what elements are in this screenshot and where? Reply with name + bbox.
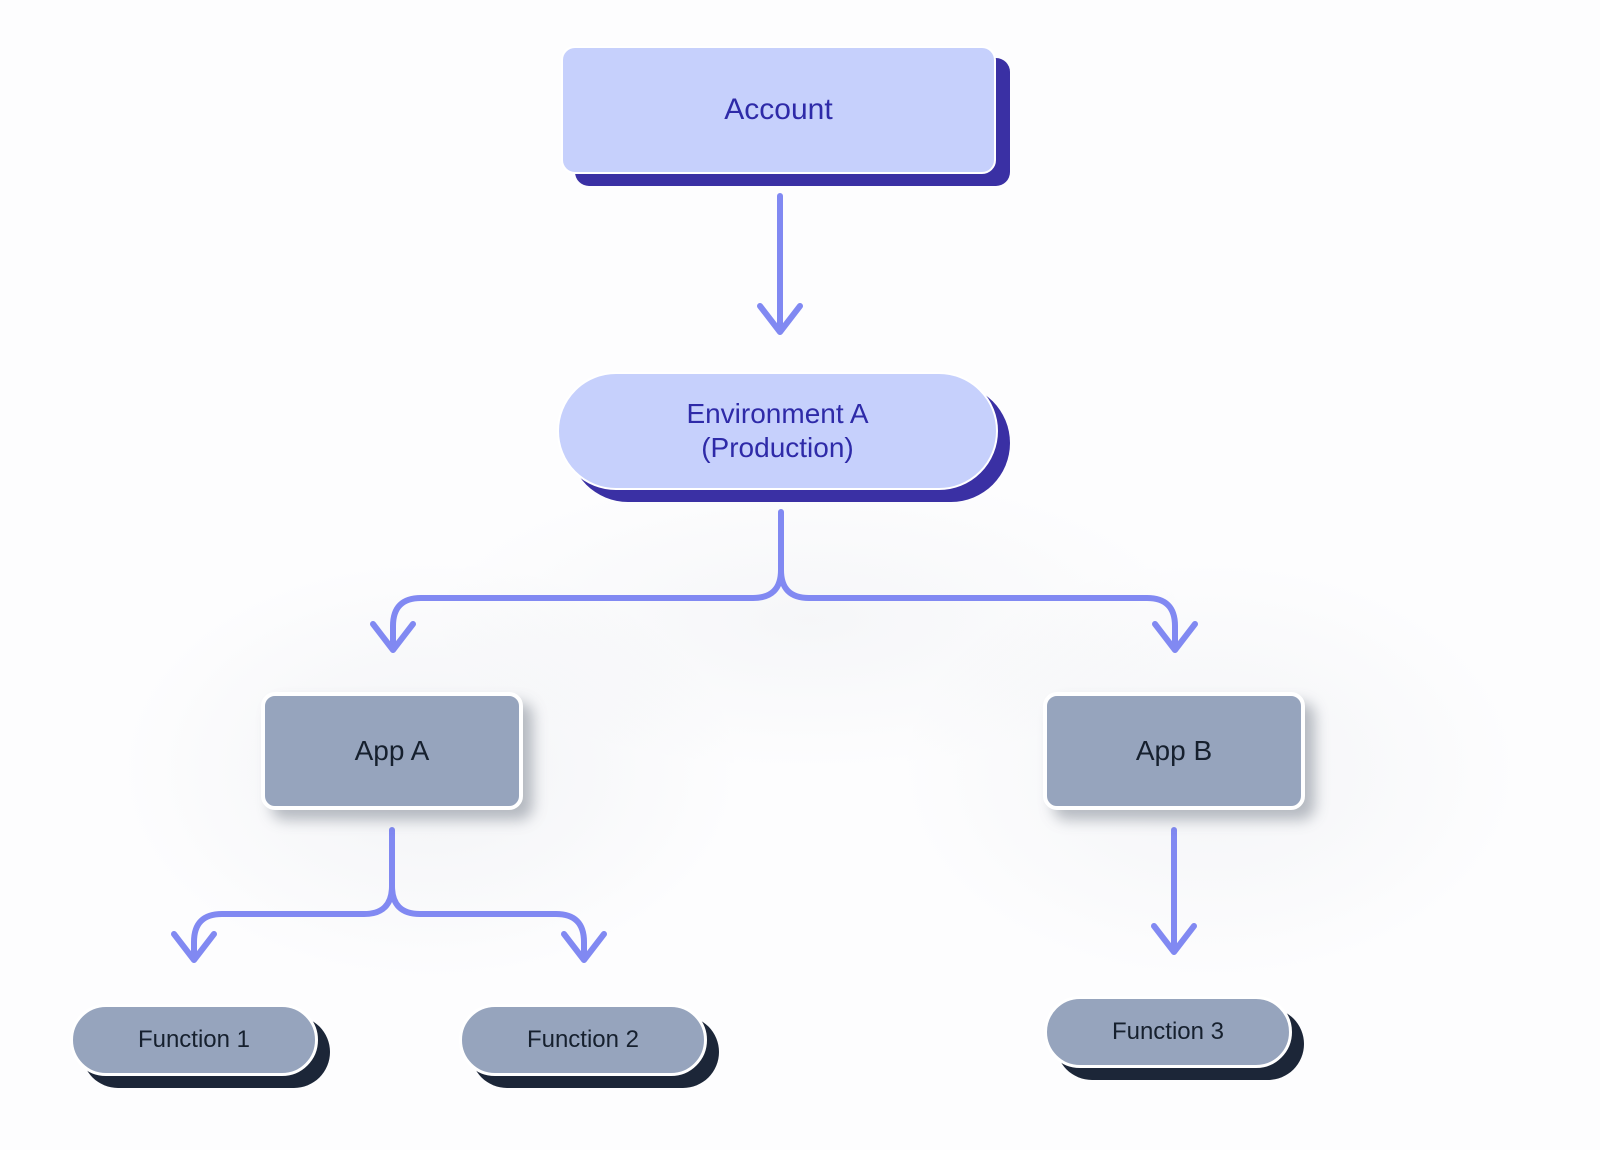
- node-account[interactable]: Account: [561, 46, 996, 174]
- node-app-b[interactable]: App B: [1043, 692, 1305, 810]
- node-environment-a[interactable]: Environment A (Production): [557, 372, 998, 490]
- node-function-2[interactable]: Function 2: [459, 1004, 707, 1076]
- edge-account-to-environment: [757, 193, 803, 335]
- node-app-a[interactable]: App A: [261, 692, 523, 810]
- edge-app-b-to-function-3: [1151, 827, 1197, 955]
- node-function-1[interactable]: Function 1: [70, 1004, 318, 1076]
- edge-environment-to-apps: [370, 509, 1198, 653]
- node-function-3[interactable]: Function 3: [1044, 996, 1292, 1068]
- edge-app-a-to-functions: [171, 827, 607, 963]
